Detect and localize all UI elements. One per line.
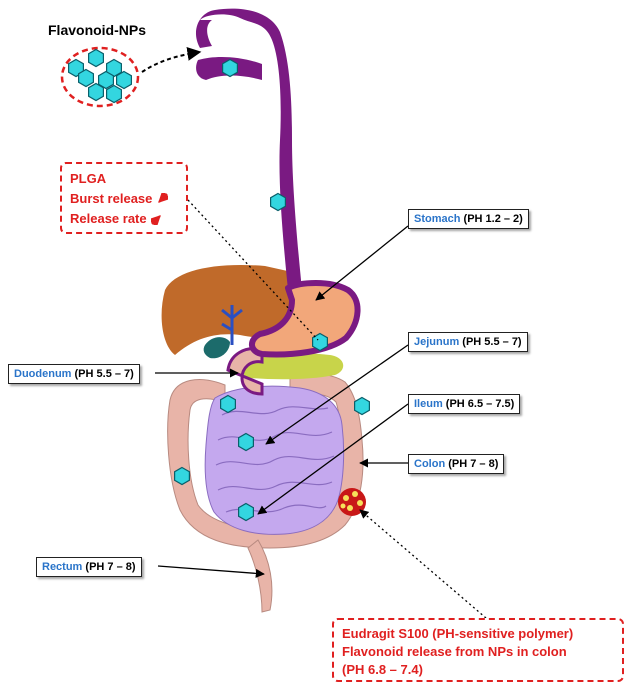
nanoparticle-hex-icon <box>221 396 236 413</box>
nanoparticle-hex-icon <box>89 84 104 101</box>
rectum-pointer <box>158 566 264 574</box>
nanoparticle-hex-icon <box>79 70 94 87</box>
plga-burst-row: Burst release <box>70 189 178 209</box>
rectum-label-organ: Rectum <box>42 561 82 573</box>
duodenum-label-ph: (PH 5.5 – 7) <box>75 368 134 380</box>
intake-arrow <box>142 52 200 72</box>
rectum-label: Rectum (PH 7 – 8) <box>36 557 142 577</box>
eudragit-pointer <box>360 510 486 618</box>
arrow-up-right-icon <box>151 213 163 225</box>
duodenum-label: Duodenum (PH 5.5 – 7) <box>8 364 140 384</box>
gallbladder <box>204 337 230 358</box>
eudragit-nanoparticles <box>338 488 366 516</box>
colon-label: Colon (PH 7 – 8) <box>408 454 504 474</box>
nanoparticle-hex-icon <box>271 194 286 211</box>
ileum-label-ph: (PH 6.5 – 7.5) <box>446 398 514 410</box>
plga-burst-text: Burst release <box>70 189 152 209</box>
plga-note: PLGA Burst release Release rate <box>60 162 188 234</box>
nanoparticle-hex-icon <box>89 50 104 67</box>
rectum-shape <box>248 540 272 612</box>
eudragit-note: Eudragit S100 (PH-sensitive polymer) Fla… <box>332 618 624 682</box>
jejunum-label-ph: (PH 5.5 – 7) <box>462 336 521 348</box>
stomach-label-ph: (PH 1.2 – 2) <box>464 213 523 225</box>
ileum-label: Ileum (PH 6.5 – 7.5) <box>408 394 520 414</box>
nanoparticle-hex-icon <box>223 60 238 77</box>
duodenum-label-organ: Duodenum <box>14 368 71 380</box>
stomach-label-organ: Stomach <box>414 213 460 225</box>
colon-label-organ: Colon <box>414 458 445 470</box>
stomach-label: Stomach (PH 1.2 – 2) <box>408 209 529 229</box>
eudragit-line-1: Eudragit S100 (PH-sensitive polymer) <box>342 625 614 643</box>
nanoparticle-hex-icon <box>355 398 370 415</box>
plga-rate-row: Release rate <box>70 209 178 229</box>
arrow-down-left-icon <box>156 193 168 205</box>
plga-rate-text: Release rate <box>70 209 147 229</box>
eudragit-line-3: (PH 6.8 – 7.4) <box>342 661 614 679</box>
stomach-pointer <box>316 226 408 300</box>
esophagus <box>196 9 302 290</box>
ileum-label-organ: Ileum <box>414 398 443 410</box>
jejunum-label-organ: Jejunum <box>414 336 459 348</box>
plga-heading: PLGA <box>70 169 178 189</box>
nanoparticle-hex-icon <box>239 504 254 521</box>
rectum-label-ph: (PH 7 – 8) <box>85 561 135 573</box>
nanoparticle-hex-icon <box>107 86 122 103</box>
nanoparticle-hex-icon <box>239 434 254 451</box>
diagram-title: Flavonoid-NPs <box>48 22 146 38</box>
colon-label-ph: (PH 7 – 8) <box>448 458 498 470</box>
nanoparticle-hex-icon <box>175 468 190 485</box>
jejunum-label: Jejunum (PH 5.5 – 7) <box>408 332 528 352</box>
eudragit-line-2: Flavonoid release from NPs in colon <box>342 643 614 661</box>
nanoparticle-hex-icon <box>117 72 132 89</box>
